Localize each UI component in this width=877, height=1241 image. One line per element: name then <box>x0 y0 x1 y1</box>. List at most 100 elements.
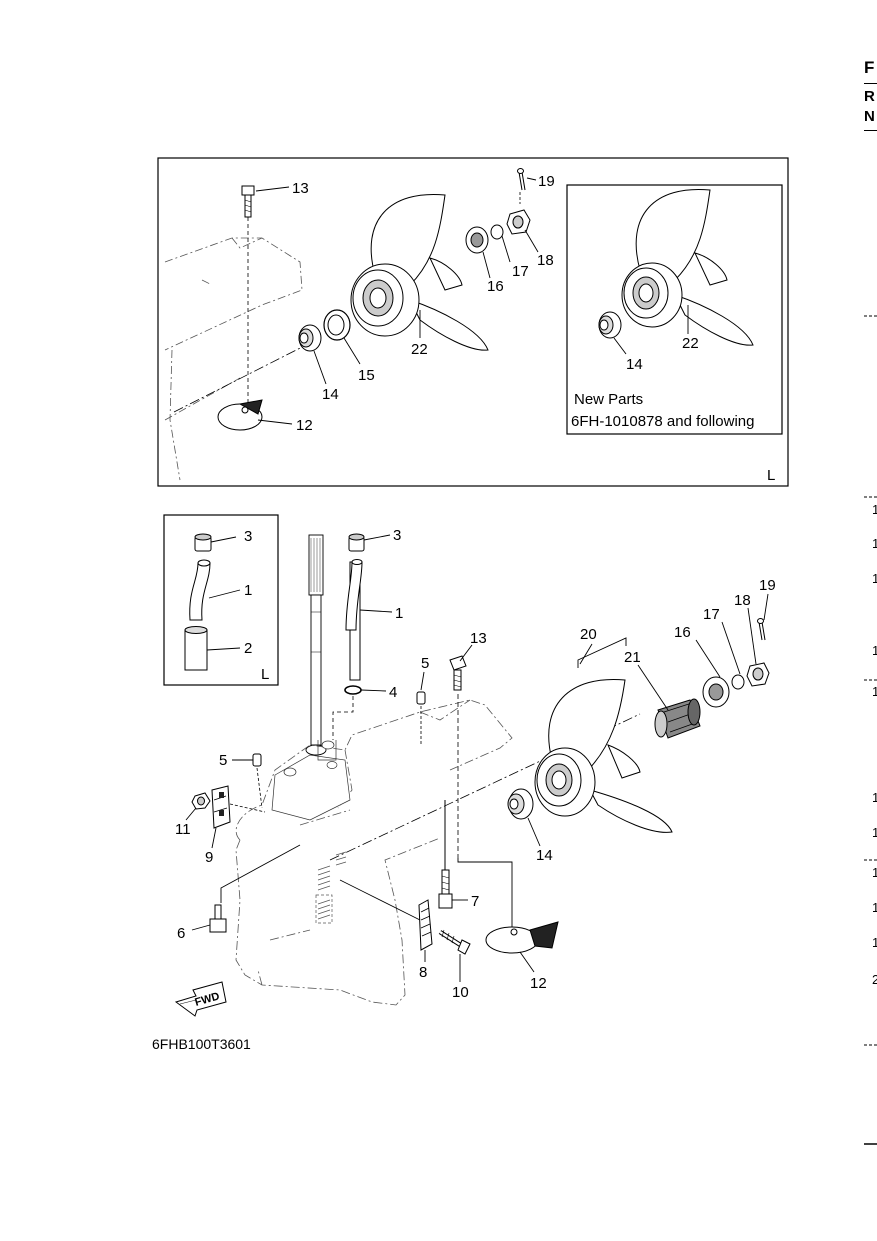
top-panel-corner-label: L <box>767 467 775 484</box>
fwd-arrow: FWD <box>174 981 227 1017</box>
callout-3-inset: 3 <box>244 528 252 545</box>
spacer-14-main <box>507 788 534 820</box>
callout-4-main: 4 <box>389 684 397 701</box>
propeller-22-inset <box>621 188 754 346</box>
screen-8 <box>418 899 433 951</box>
top-axis <box>173 337 321 413</box>
edge-rule <box>864 83 877 84</box>
cotter-pin-19-main <box>757 618 766 641</box>
callout-10-main: 10 <box>452 984 469 1001</box>
callout-22-inset: 22 <box>682 335 699 352</box>
edge-rule <box>864 130 877 131</box>
callout-22-top: 22 <box>411 341 428 358</box>
edge-letter-f: F <box>864 58 875 77</box>
callout-11-main: 11 <box>175 821 191 838</box>
new-parts-note-line2: 6FH-1010878 and following <box>571 413 754 430</box>
callout-20-main: 20 <box>580 626 597 643</box>
screen-8-leader <box>339 879 421 921</box>
water-tube-1-main <box>345 559 363 681</box>
dowel-pin-5a <box>416 691 426 705</box>
callout-5a-main: 5 <box>421 655 429 672</box>
nut-18-top <box>506 209 531 235</box>
spacer-16-top <box>465 226 489 254</box>
edge-letter-r: R <box>864 88 875 105</box>
callout-7-main: 7 <box>471 893 479 910</box>
anode-12-main <box>485 921 559 954</box>
callout-5b-main: 5 <box>219 752 227 769</box>
edge-digit: 1 <box>872 935 877 950</box>
drawing-code: 6FHB100T3601 <box>152 1036 251 1052</box>
grommet-3-inset <box>194 533 212 552</box>
callout-9-main: 9 <box>205 849 213 866</box>
washer-15-top <box>323 309 351 341</box>
anode-12-top <box>217 399 263 431</box>
callout-19-main: 19 <box>759 577 776 594</box>
edge-digit: 1 <box>872 502 877 517</box>
callout-12-main: 12 <box>530 975 547 992</box>
callout-1-main: 1 <box>395 605 403 622</box>
bolt-6-path <box>220 844 301 903</box>
bolt-10 <box>438 929 471 955</box>
left-inset-corner-label: L <box>261 666 269 683</box>
washer-17-top <box>490 224 504 240</box>
callout-19-top: 19 <box>538 173 555 190</box>
propeller-20 <box>534 678 673 833</box>
edge-digit: 1 <box>872 536 877 551</box>
bolt-13-path-b <box>457 858 513 930</box>
gearcase-top-plate <box>271 740 351 821</box>
edge-digit: 1 <box>872 684 877 699</box>
edge-digit: 1 <box>872 790 877 805</box>
washer-17-main <box>731 674 745 690</box>
spacer-14-top <box>298 324 322 352</box>
callout-1-inset: 1 <box>244 582 252 599</box>
callout-15-top: 15 <box>358 367 375 384</box>
top-panel-frame <box>157 157 789 487</box>
nut-18-main <box>746 662 770 687</box>
callout-3-main: 3 <box>393 527 401 544</box>
propeller-22-top <box>350 193 489 351</box>
edge-digit: 1 <box>872 825 877 840</box>
callout-8-main: 8 <box>419 964 427 981</box>
bracket-20 <box>577 637 627 668</box>
prop-axis <box>329 713 641 861</box>
callout-18-main: 18 <box>734 592 751 609</box>
bolt-13-top <box>241 185 255 218</box>
drive-shaft <box>305 534 327 756</box>
callout-12-top: 12 <box>296 417 313 434</box>
callout-17-top: 17 <box>512 263 529 280</box>
top-leaders <box>255 177 539 425</box>
callout-18-top: 18 <box>537 252 554 269</box>
grommet-3-main <box>348 533 365 552</box>
callout-6-main: 6 <box>177 925 185 942</box>
dowel-pin-5b <box>252 753 262 767</box>
tube-2-inset <box>184 626 208 671</box>
left-inset-frame <box>163 514 279 686</box>
edge-digit: 2 <box>872 972 877 987</box>
callout-14-top: 14 <box>322 386 339 403</box>
callout-16-main: 16 <box>674 624 691 641</box>
water-tube-1-inset <box>189 559 211 621</box>
callout-13-top: 13 <box>292 180 309 197</box>
main-leaders <box>185 534 769 982</box>
edge-dashes <box>864 315 877 1145</box>
callout-14-inset: 14 <box>626 356 643 373</box>
callout-17-main: 17 <box>703 606 720 623</box>
edge-digit: 1 <box>872 865 877 880</box>
callout-2-inset: 2 <box>244 640 252 657</box>
inset-leaders <box>613 305 689 355</box>
water-inlet-grille <box>315 851 347 924</box>
left-inset-leaders <box>206 536 241 651</box>
edge-digit: 1 <box>872 900 877 915</box>
seal-4 <box>344 685 362 695</box>
callout-21-main: 21 <box>624 649 641 666</box>
bolt-13-main <box>449 655 467 691</box>
bolt-6 <box>209 904 227 933</box>
callout-13-main: 13 <box>470 630 487 647</box>
clamp-9-path <box>229 803 266 813</box>
new-parts-note-line1: New Parts <box>574 391 643 408</box>
pin-5b-path <box>256 767 263 809</box>
bushing-21 <box>654 698 701 739</box>
tube-path <box>332 696 354 740</box>
